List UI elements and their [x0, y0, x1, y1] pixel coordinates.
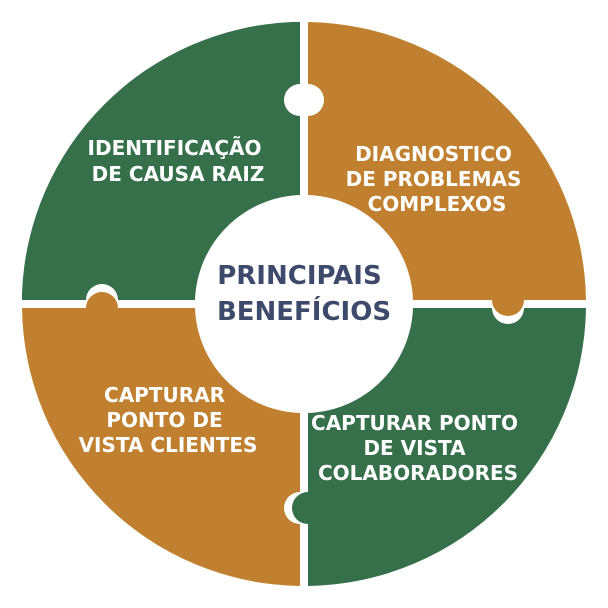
center-title-line: BENEFÍCIOS	[217, 295, 391, 327]
segment-label-bottom-left: CAPTURAR PONTO DE VISTA CLIENTES	[79, 383, 258, 457]
center-title: PRINCIPAIS BENEFÍCIOS	[217, 261, 391, 327]
segment-line: CAPTURAR PONTO	[311, 411, 518, 435]
segment-line: DE VISTA	[363, 436, 466, 460]
segment-label-top-right: DIAGNOSTICO DE PROBLEMAS COMPLEXOS	[346, 142, 529, 216]
center-title-line: PRINCIPAIS	[217, 261, 381, 291]
puzzle-piece-top-right	[308, 22, 586, 316]
segment-label-bottom-right: CAPTURAR PONTO DE VISTA COLABORADORES	[311, 411, 525, 485]
puzzle-piece-bottom-right	[292, 308, 586, 586]
segment-line: PONTO DE	[106, 408, 222, 432]
segment-line: COMPLEXOS	[368, 192, 507, 216]
segment-line: DE PROBLEMAS	[346, 167, 522, 191]
segment-line: IDENTIFICAÇÃO	[88, 136, 262, 160]
segment-line: VISTA CLIENTES	[79, 433, 258, 457]
segment-line: DE CAUSA RAIZ	[92, 162, 265, 186]
puzzle-piece-bottom-left	[22, 292, 300, 586]
segment-line: DIAGNOSTICO	[355, 142, 512, 166]
segment-label-top-left: IDENTIFICAÇÃO DE CAUSA RAIZ	[88, 136, 269, 186]
puzzle-piece-top-left	[22, 22, 300, 300]
segment-line: CAPTURAR	[104, 383, 225, 407]
segment-line: COLABORADORES	[318, 461, 518, 485]
